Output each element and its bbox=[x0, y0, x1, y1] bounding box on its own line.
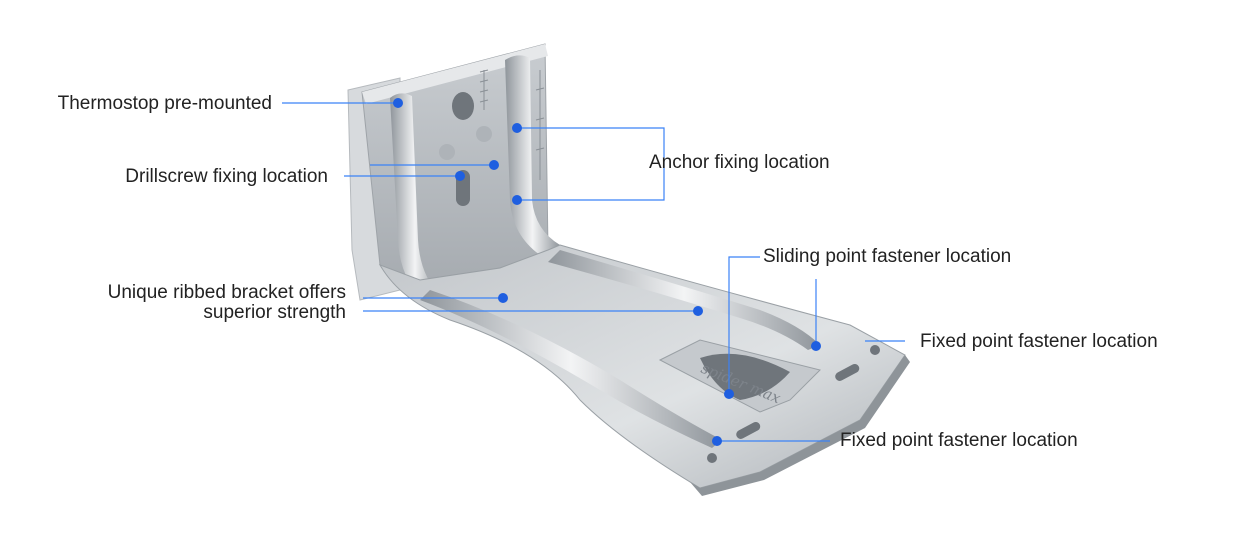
bracket-hole bbox=[452, 92, 474, 120]
callout-ribbed-line1: Unique ribbed bracket offers bbox=[107, 282, 346, 303]
callout-fixed-right: Fixed point fastener location bbox=[920, 331, 1158, 352]
marker-drillscrew-b bbox=[489, 160, 499, 170]
leader-sliding bbox=[728, 256, 760, 394]
callout-drillscrew: Drillscrew fixing location bbox=[125, 166, 328, 187]
leader-anchor-top bbox=[517, 127, 665, 201]
bracket-hole bbox=[476, 126, 492, 142]
marker-anchor-bottom bbox=[512, 195, 522, 205]
marker-dots bbox=[393, 98, 821, 446]
callout-fixed-bottom: Fixed point fastener location bbox=[840, 430, 1078, 451]
bracket-hole bbox=[439, 144, 455, 160]
marker-thermostop bbox=[393, 98, 403, 108]
callout-anchor: Anchor fixing location bbox=[649, 152, 830, 173]
marker-ribbed-1 bbox=[498, 293, 508, 303]
callout-sliding: Sliding point fastener location bbox=[763, 246, 1012, 267]
marker-anchor-top bbox=[512, 123, 522, 133]
marker-sliding-b bbox=[811, 341, 821, 351]
bracket-horizontal-leg bbox=[378, 244, 910, 496]
marker-drillscrew bbox=[455, 171, 465, 181]
callout-thermostop: Thermostop pre-mounted bbox=[57, 93, 272, 114]
marker-fixed-bottom bbox=[712, 436, 722, 446]
callout-ribbed-line2: superior strength bbox=[203, 302, 346, 323]
marker-sliding bbox=[724, 389, 734, 399]
marker-ribbed-2 bbox=[693, 306, 703, 316]
leader-lines bbox=[282, 102, 905, 442]
